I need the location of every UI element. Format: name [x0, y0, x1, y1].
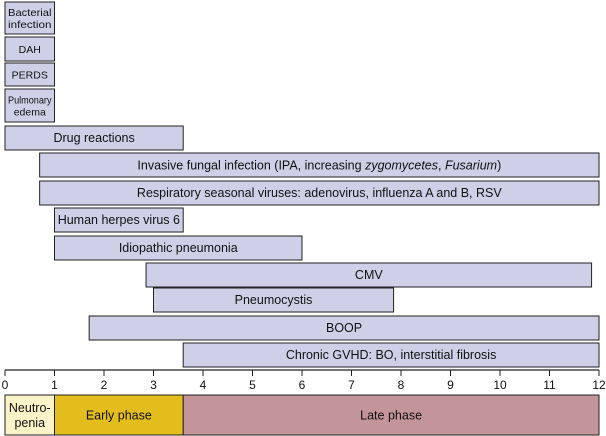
bar-item: BOOP — [88, 315, 600, 341]
bar-label: Drug reactions — [53, 131, 134, 145]
x-tick-label: 0 — [2, 378, 9, 392]
bar-label: Pneumocystis — [235, 293, 313, 307]
x-tick-label: 6 — [299, 378, 306, 392]
bar-item: Drug reactions — [4, 125, 184, 151]
bar-label: PERDS — [12, 70, 48, 82]
x-tick-label: 2 — [101, 378, 108, 392]
bar-item: Chronic GVHD: BO, interstitial fibrosis — [182, 342, 600, 368]
bar-rect — [39, 180, 600, 206]
bar-label: Respiratory seasonal viruses: adenovirus… — [137, 186, 502, 200]
bar-rect — [182, 342, 600, 368]
bar-rect — [4, 36, 55, 62]
bar-label: infection — [8, 19, 52, 31]
bar-rect — [153, 287, 395, 313]
x-tick-label: 5 — [249, 378, 256, 392]
x-tick-label: 12 — [592, 378, 606, 392]
x-tick-label: 9 — [447, 378, 454, 392]
bar-rect — [88, 315, 600, 341]
bar-item: CMV — [145, 262, 593, 288]
phase-rect — [182, 394, 600, 436]
x-tick-label: 4 — [200, 378, 207, 392]
bar-label: DAH — [19, 44, 41, 56]
bar-label: edema — [14, 107, 46, 119]
x-tick-label: 7 — [348, 378, 355, 392]
bar-rect — [4, 62, 55, 87]
bar-label: BOOP — [326, 321, 362, 335]
phase-label: Early phase — [86, 409, 152, 423]
bar-rect — [4, 1, 55, 35]
bar-label: Pulmonary — [8, 95, 52, 107]
bar-label: Human herpes virus 6 — [58, 213, 180, 227]
x-tick-label: 3 — [150, 378, 157, 392]
bar-item: Pneumocystis — [153, 287, 395, 313]
bar-item: Respiratory seasonal viruses: adenovirus… — [39, 180, 600, 206]
bar-rect — [4, 125, 184, 151]
phase-strip: Neutro-penia Early phase Late phase — [4, 394, 600, 436]
bar-rect — [4, 88, 55, 123]
x-tick-label: 1 — [51, 378, 58, 392]
bar-item: Invasive fungal infection (IPA, increasi… — [39, 152, 600, 178]
bar-item: Idiopathic pneumonia — [54, 235, 303, 261]
phase-label: penia — [14, 416, 45, 430]
x-tick-label: 11 — [543, 378, 556, 392]
bar-label-part: ) — [497, 159, 501, 173]
phase-label: Neutro- — [9, 401, 51, 415]
bar-rect — [54, 207, 184, 233]
phase-segment: Neutro-penia — [4, 394, 55, 436]
bar-label: CMV — [355, 268, 383, 282]
bar-rect — [39, 152, 600, 178]
bar-item: PERDS — [4, 62, 55, 87]
bar-item: Human herpes virus 6 — [54, 207, 184, 233]
phase-segment: Early phase — [54, 394, 184, 436]
bar-label-part: zygomycetes — [364, 159, 438, 173]
bar-label: Chronic GVHD: BO, interstitial fibrosis — [286, 348, 496, 362]
bar-label-part: Fusarium — [445, 159, 497, 173]
bar-rect — [145, 262, 593, 288]
phase-label: Late phase — [360, 409, 422, 423]
bar-rect — [54, 235, 303, 261]
x-tick-label: 8 — [398, 378, 405, 392]
bar-label-part: Invasive fungal infection (IPA, increasi… — [137, 159, 365, 173]
phase-segment: Late phase — [182, 394, 600, 436]
bar-label: Invasive fungal infection (IPA, increasi… — [137, 159, 501, 173]
bar-item: DAH — [4, 36, 55, 62]
bar-label-part: , — [438, 159, 445, 173]
bar-label: Bacterial — [8, 7, 52, 19]
x-tick-label: 10 — [493, 378, 507, 392]
bar-label: Idiopathic pneumonia — [119, 241, 238, 255]
